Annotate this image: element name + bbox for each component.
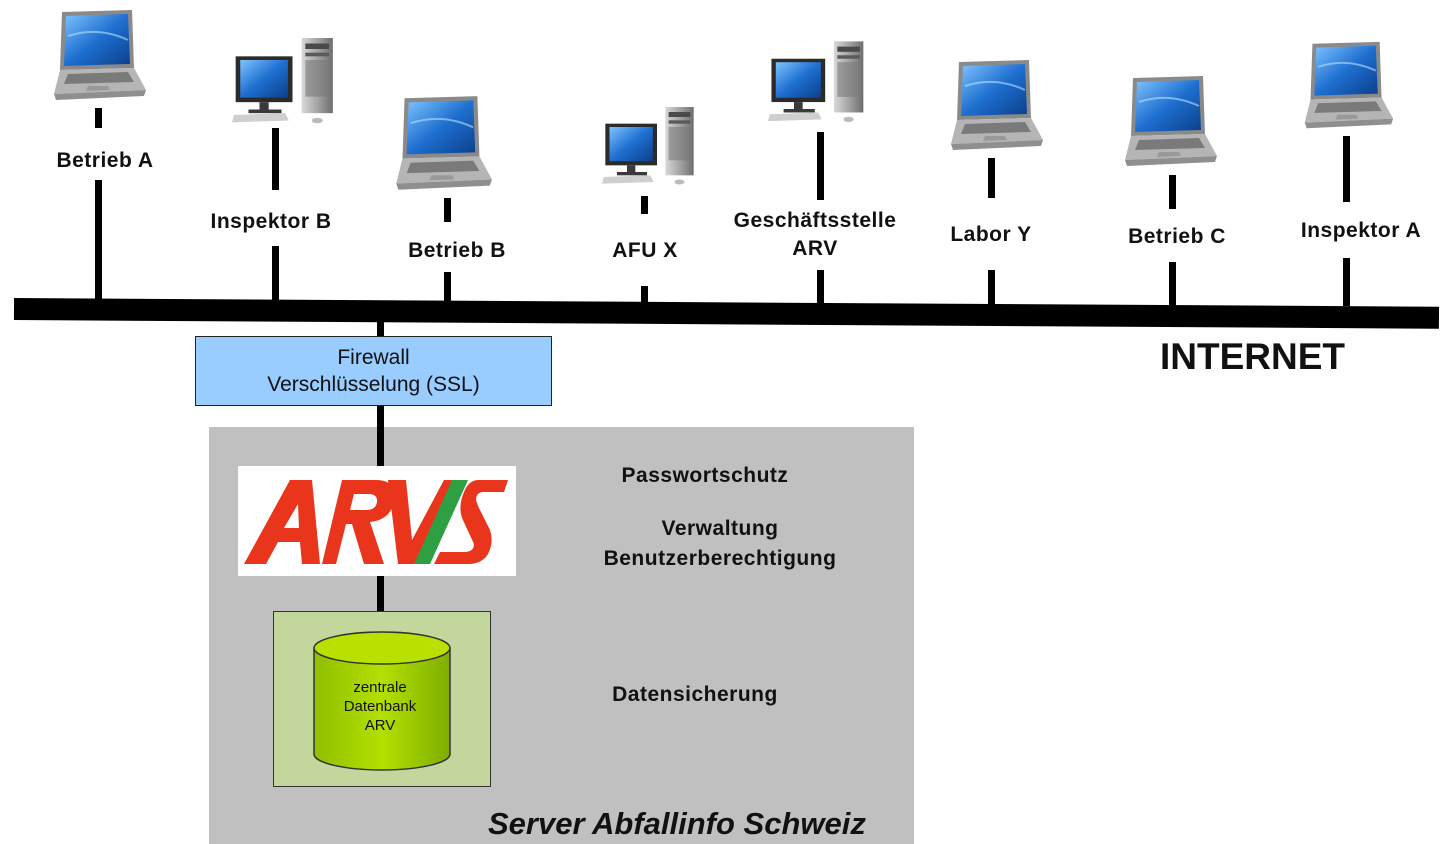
feature-line: Benutzerberechtigung xyxy=(603,547,837,570)
desktop-computer-icon xyxy=(768,36,872,130)
feature-user-admin: Verwaltung Benutzerberechtigung xyxy=(560,514,880,574)
node-label-line: Geschäftsstelle xyxy=(733,209,897,232)
internet-bus-line xyxy=(13,298,1440,329)
connector-line xyxy=(95,180,102,302)
connector-line xyxy=(641,286,648,304)
arvis-logo xyxy=(238,466,516,576)
connector-line xyxy=(377,576,384,612)
desktop-computer-icon xyxy=(602,104,702,190)
encryption-label: Verschlüsselung (SSL) xyxy=(267,373,480,396)
database-label-line: ARV xyxy=(364,717,396,734)
node-label-geschaeftsstelle: Geschäftsstelle ARV xyxy=(700,207,930,263)
connector-line xyxy=(1343,258,1350,306)
database-cylinder-icon xyxy=(313,631,451,771)
firewall-box: Firewall Verschlüsselung (SSL) xyxy=(195,336,552,406)
node-label-labor-y: Labor Y xyxy=(950,223,1032,246)
laptop-icon xyxy=(387,92,497,196)
connector-line xyxy=(95,108,102,128)
laptop-icon xyxy=(1114,72,1224,172)
node-label-afu-x: AFU X xyxy=(612,239,678,262)
connector-line xyxy=(272,246,279,302)
node-label-inspektor-b: Inspektor B xyxy=(210,210,332,233)
desktop-computer-icon xyxy=(232,36,342,128)
database-label-line: zentrale xyxy=(353,679,407,696)
connector-line xyxy=(1343,136,1350,202)
connector-line xyxy=(444,198,451,222)
feature-password-protection: Passwortschutz xyxy=(621,464,789,487)
connector-line xyxy=(641,196,648,214)
server-title: Server Abfallinfo Schweiz xyxy=(488,806,866,841)
arvis-logo-graphic xyxy=(244,480,508,564)
internet-label: INTERNET xyxy=(1160,336,1345,377)
database-label: zentrale Datenbank ARV xyxy=(320,678,440,735)
connector-line xyxy=(1169,262,1176,306)
connector-line xyxy=(817,132,824,200)
connector-line xyxy=(988,270,995,304)
feature-line: Verwaltung xyxy=(661,517,779,540)
laptop-icon xyxy=(940,56,1050,156)
connector-line xyxy=(817,270,824,304)
node-label-betrieb-b: Betrieb B xyxy=(408,239,506,262)
connector-line xyxy=(444,272,451,304)
node-label-line: ARV xyxy=(792,237,838,260)
laptop-icon xyxy=(48,6,148,106)
connector-line xyxy=(377,406,384,468)
connector-line xyxy=(377,318,384,338)
connector-line xyxy=(988,158,995,198)
node-label-betrieb-a: Betrieb A xyxy=(56,149,154,172)
node-label-betrieb-c: Betrieb C xyxy=(1128,225,1226,248)
feature-data-backup: Datensicherung xyxy=(612,683,778,706)
connector-line xyxy=(272,128,279,190)
connector-line xyxy=(1169,175,1176,209)
node-label-inspektor-a: Inspektor A xyxy=(1300,219,1422,242)
database-label-line: Datenbank xyxy=(343,698,417,715)
laptop-icon xyxy=(1292,38,1402,134)
firewall-label: Firewall xyxy=(337,346,410,369)
